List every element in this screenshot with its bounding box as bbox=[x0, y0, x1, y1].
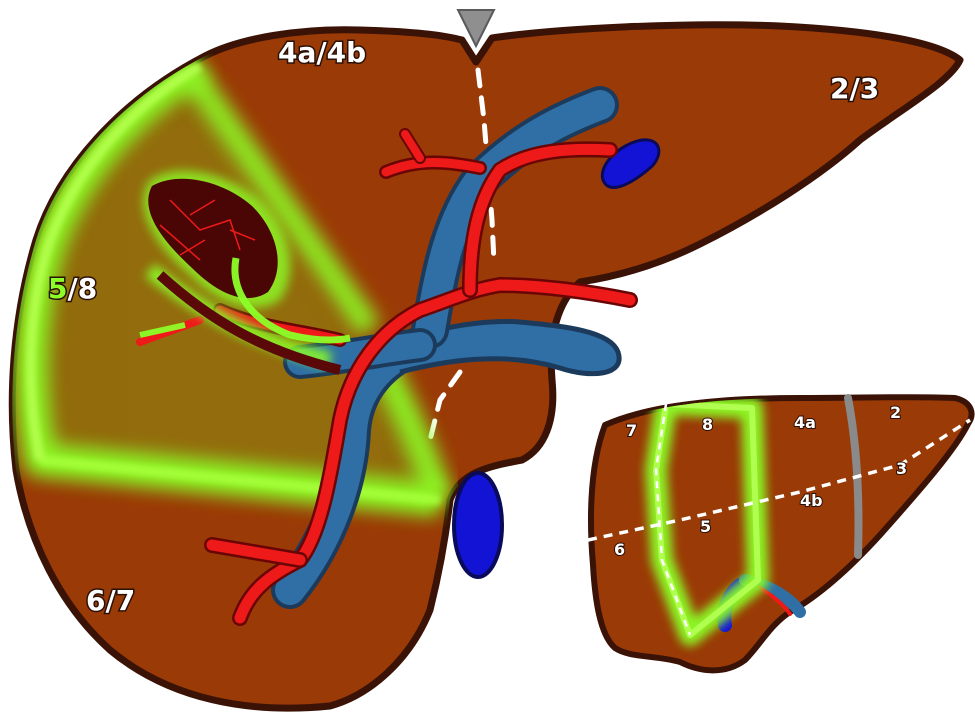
tumor-core bbox=[148, 178, 278, 299]
label-seg-4a4b: 4a/4b bbox=[278, 36, 366, 69]
inset-liver: 7 8 4a 2 3 4b 5 6 bbox=[587, 394, 975, 674]
inset-label-seg-5: 5 bbox=[700, 517, 711, 536]
inset-cantlie-line bbox=[654, 403, 692, 636]
hepatic-artery bbox=[136, 128, 638, 626]
label-seg-58-part2: /8 bbox=[67, 272, 97, 305]
label-seg-58-part1: 5 bbox=[48, 272, 67, 305]
inset-label-seg-7: 7 bbox=[626, 421, 637, 440]
needle-track bbox=[139, 257, 351, 344]
inset-label-seg-3: 3 bbox=[896, 459, 907, 478]
inset-falciform-line bbox=[844, 394, 863, 559]
inferior-vena-cava bbox=[452, 471, 504, 579]
inset-liver-outline bbox=[588, 394, 975, 674]
inset-label-seg-4b: 4b bbox=[800, 491, 823, 510]
inset-label-seg-4a: 4a bbox=[794, 413, 816, 432]
tumor bbox=[143, 170, 342, 375]
main-liver: 4a/4b 2/3 5/8 6/7 bbox=[8, 9, 964, 712]
cantlie-line-lower bbox=[427, 369, 463, 443]
inset-label-seg-8: 8 bbox=[702, 415, 713, 434]
label-seg-23: 2/3 bbox=[830, 72, 879, 105]
left-hepatic-vein-stub bbox=[600, 138, 661, 189]
inset-label-seg-6: 6 bbox=[614, 540, 625, 559]
label-seg-67: 6/7 bbox=[86, 584, 135, 617]
falciform-ligament-marker bbox=[456, 9, 496, 49]
inset-label-seg-2: 2 bbox=[890, 403, 901, 422]
vena-cava bbox=[452, 138, 661, 579]
label-seg-58: 5/8 bbox=[48, 272, 97, 305]
